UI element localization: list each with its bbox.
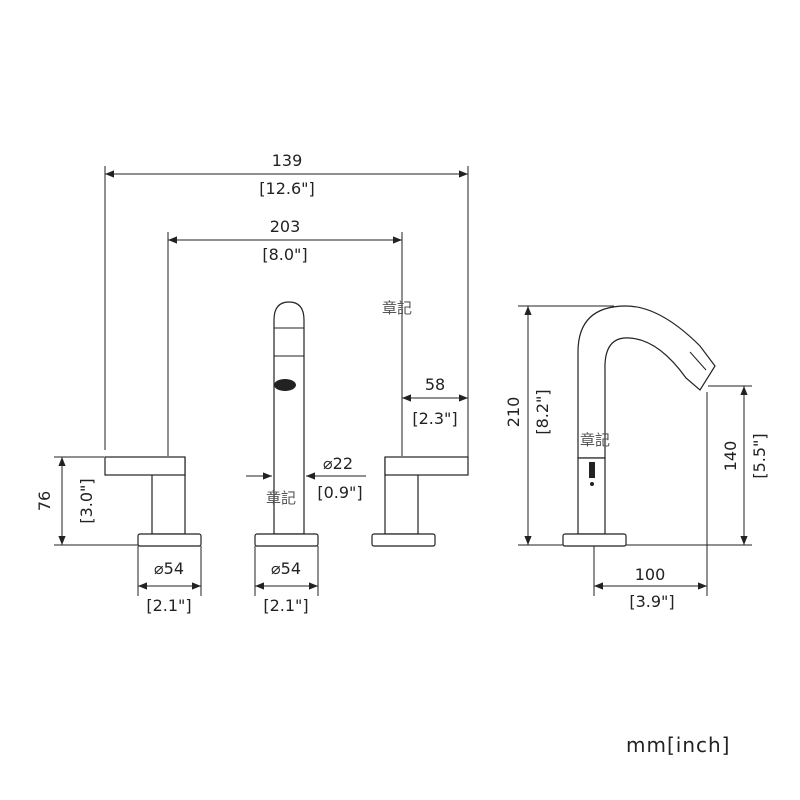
- dim-handle-length-inch: [2.3"]: [412, 409, 457, 428]
- dim-spout-diameter: ⌀22 [0.9"]: [246, 400, 366, 502]
- dim-base-center-mm: ⌀54: [271, 559, 301, 578]
- side-view-faucet: [562, 305, 716, 547]
- stamp-text: 章記: [580, 431, 610, 449]
- dim-handle-spacing: 203 [8.0"]: [167, 217, 403, 456]
- dim-base-center-inch: [2.1"]: [263, 596, 308, 615]
- dim-spout-diameter-inch: [0.9"]: [317, 483, 362, 502]
- dim-handle-height-inch: [3.0"]: [77, 478, 96, 523]
- stamp-text: 章記: [382, 299, 412, 317]
- dim-overall-width-mm: 139: [272, 151, 303, 170]
- dim-reach-mm: 100: [635, 565, 666, 584]
- dim-reach-inch: [3.9"]: [629, 592, 674, 611]
- dim-outlet-height-inch: [5.5"]: [750, 433, 769, 478]
- dim-handle-length: 58 [2.3"]: [402, 375, 468, 428]
- dim-handle-height: 76 [3.0"]: [35, 456, 138, 546]
- dim-outlet-height: 140 [5.5"]: [626, 385, 769, 546]
- units-label: mm[inch]: [626, 733, 730, 757]
- dim-base-left-mm: ⌀54: [154, 559, 184, 578]
- lever-slot-icon: [589, 462, 595, 478]
- dim-base-left: ⌀54 [2.1"]: [137, 546, 202, 615]
- dim-handle-height-mm: 76: [35, 491, 54, 511]
- dim-side-height: 210 [8.2"]: [504, 305, 614, 546]
- left-handle: [104, 456, 202, 547]
- dim-base-center: ⌀54 [2.1"]: [254, 546, 319, 615]
- dim-handle-length-mm: 58: [425, 375, 445, 394]
- spout-aerator-icon: [274, 379, 296, 391]
- dim-spout-diameter-mm: ⌀22: [323, 454, 353, 473]
- dim-base-left-inch: [2.1"]: [146, 596, 191, 615]
- center-spout: [254, 301, 319, 547]
- dim-handle-spacing-inch: [8.0"]: [262, 245, 307, 264]
- dim-outlet-height-mm: 140: [721, 441, 740, 472]
- right-handle: [371, 456, 469, 547]
- stamp-text: 章記: [266, 489, 296, 507]
- dim-handle-spacing-mm: 203: [270, 217, 301, 236]
- dim-overall-width: 139 [12.6"]: [104, 151, 469, 458]
- dim-reach: 100 [3.9"]: [593, 392, 708, 611]
- dim-overall-width-inch: [12.6"]: [259, 179, 314, 198]
- dim-side-height-inch: [8.2"]: [533, 389, 552, 434]
- dim-side-height-mm: 210: [504, 397, 523, 428]
